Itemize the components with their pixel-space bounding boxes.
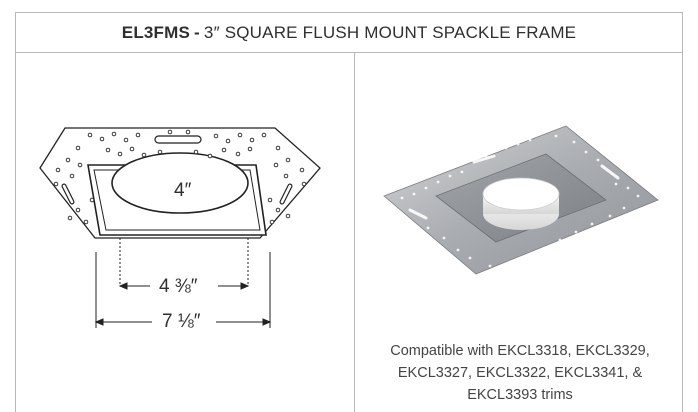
title-separator: - (194, 22, 200, 42)
opening-ellipse (111, 152, 249, 214)
opening-dimension: 4″ (174, 180, 192, 201)
top-slot (154, 135, 202, 144)
product-photo (383, 125, 659, 275)
photo-perforations (400, 130, 640, 268)
technical-drawing (39, 127, 321, 328)
dimension-arrows (94, 282, 272, 326)
collar-opening (482, 177, 560, 211)
model-code: EL3FMS (121, 22, 191, 42)
outer-width-dimension: 7 ⅛″ (158, 312, 205, 332)
product-description: 3″ SQUARE FLUSH MOUNT SPACKLE FRAME (203, 22, 577, 42)
title-bar: EL3FMS - 3″ SQUARE FLUSH MOUNT SPACKLE F… (15, 12, 683, 53)
left-slot-inner (62, 184, 74, 204)
outer-extension-lines (95, 252, 271, 328)
right-slot-inner (280, 184, 292, 204)
photo-slots (408, 154, 620, 254)
inner-width-dimension: 4 ⅜″ (155, 277, 202, 297)
content-frame (15, 53, 683, 412)
perforation-dots (53, 129, 307, 225)
column-divider (354, 53, 355, 412)
compatibility-caption: Compatible with EKCL3318, EKCL3329, EKCL… (390, 343, 650, 403)
